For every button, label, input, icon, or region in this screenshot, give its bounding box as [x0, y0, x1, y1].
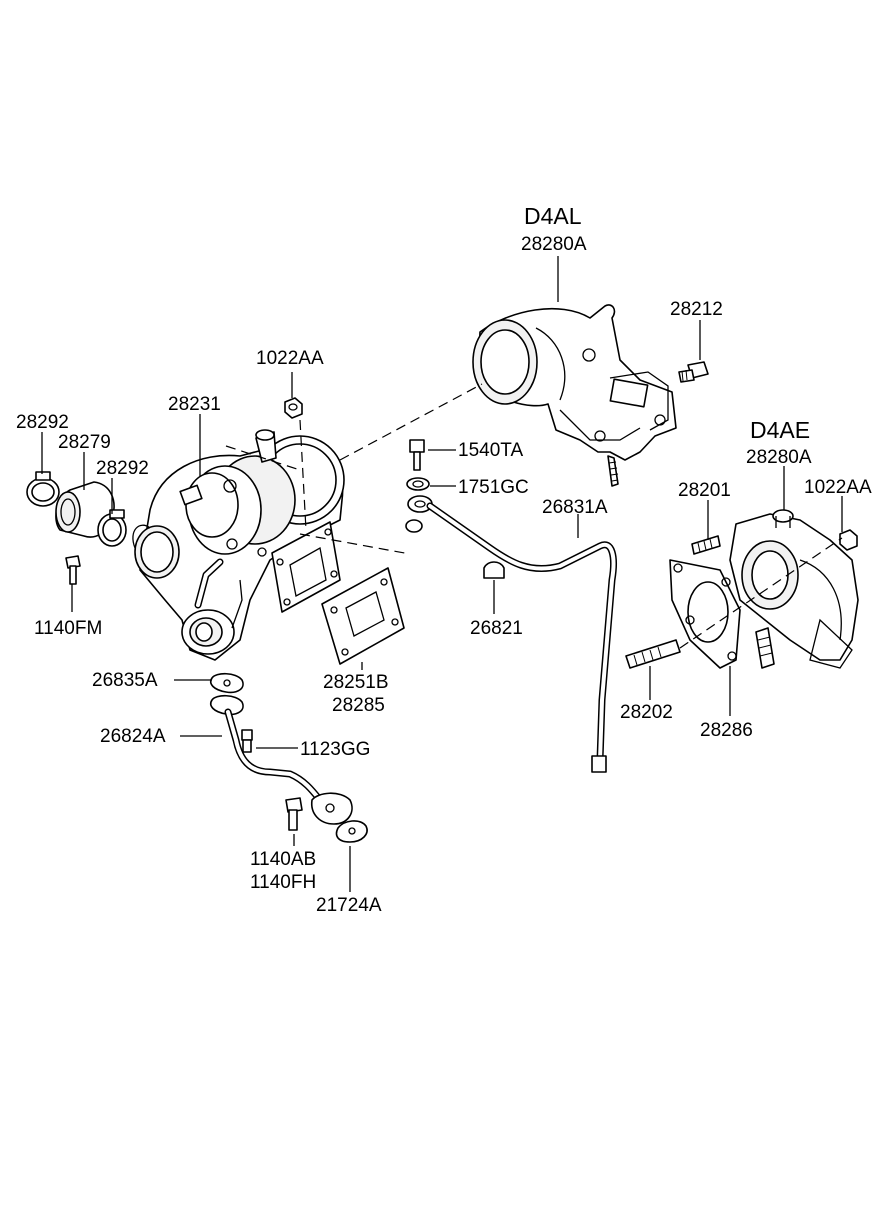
stud-28201 — [691, 535, 721, 555]
stud-28202 — [625, 639, 681, 669]
label-1022aa: 1022AA — [256, 348, 324, 369]
clip-26821 — [483, 561, 505, 579]
label-28280a-d4al: 28280A — [521, 234, 587, 255]
hose-clamp-left — [26, 471, 60, 507]
gasket-26835a — [210, 672, 244, 694]
label-28280a-d4ae: 28280A — [746, 447, 812, 468]
oil-return-pipe-26824a — [210, 694, 353, 825]
label-1140ab: 1140AB — [250, 849, 316, 870]
label-28279: 28279 — [58, 432, 111, 453]
label-28285: 28285 — [332, 695, 385, 716]
label-28251b: 28251B — [323, 672, 389, 693]
bolt-1140ab — [285, 797, 303, 831]
label-1751gc: 1751GC — [458, 477, 529, 498]
bolt-1140fm — [65, 555, 81, 585]
label-28292-right: 28292 — [96, 458, 149, 479]
d4ae-turbo-outlet — [729, 509, 859, 669]
gasket-1751gc — [406, 477, 430, 491]
alignment-line-gasket — [299, 533, 411, 555]
label-28201: 28201 — [678, 480, 731, 501]
turbine-gasket — [321, 567, 405, 665]
label-28231: 28231 — [168, 394, 221, 415]
label-1140fh: 1140FH — [250, 872, 316, 893]
label-28212: 28212 — [670, 299, 723, 320]
turbocharger-assembly — [132, 429, 345, 661]
label-1140fm: 1140FM — [34, 618, 102, 639]
nut-1022aa — [284, 397, 303, 419]
d4ae-gasket-28286 — [669, 559, 741, 669]
label-26831a: 26831A — [542, 497, 608, 518]
label-28292-left: 28292 — [16, 412, 69, 433]
alignment-line-body — [225, 445, 301, 471]
label-1022aa-d4ae: 1022AA — [804, 477, 872, 498]
label-28202: 28202 — [620, 702, 673, 723]
label-1540ta: 1540TA — [458, 440, 523, 461]
alignment-line-d4ae — [679, 537, 843, 649]
alignment-line-elbow — [339, 383, 483, 461]
bolt-1540ta — [409, 439, 425, 471]
label-28286: 28286 — [700, 720, 753, 741]
label-21724a: 21724A — [316, 895, 382, 916]
alignment-line-nut — [299, 419, 307, 531]
label-1123gg: 1123GG — [300, 739, 370, 760]
label-26824a: 26824A — [100, 726, 166, 747]
bolt-28212 — [678, 361, 709, 383]
d4al-turbo-outlet-elbow — [472, 304, 677, 487]
oil-feed-pipe-26831a — [405, 495, 617, 773]
nut-1022aa-d4ae — [839, 529, 858, 551]
label-d4ae: D4AE — [750, 417, 810, 443]
label-d4al: D4AL — [524, 203, 582, 229]
leader-lines — [41, 256, 843, 892]
label-26835a: 26835A — [92, 670, 158, 691]
gasket-21724a — [335, 820, 368, 843]
bolt-1123gg — [241, 729, 253, 753]
label-26821: 26821 — [470, 618, 523, 639]
